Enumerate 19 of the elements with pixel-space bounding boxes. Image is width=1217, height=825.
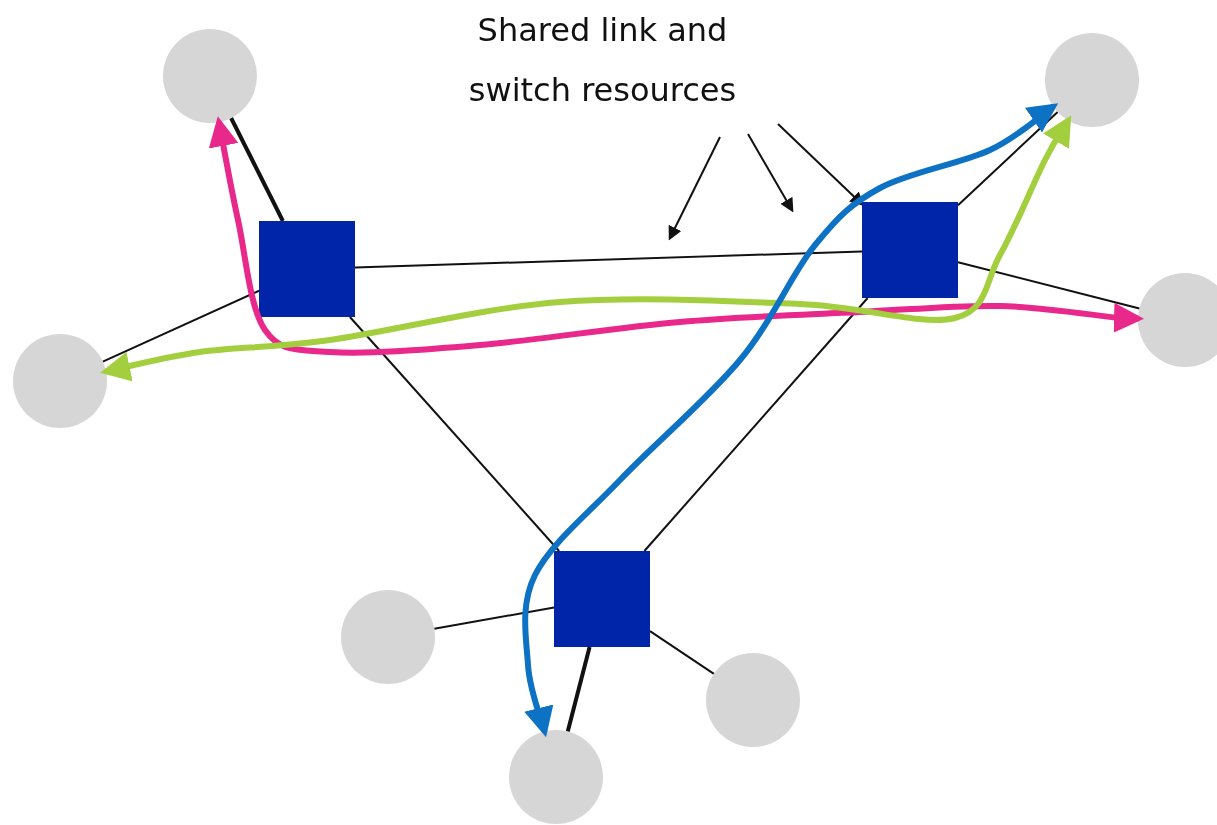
switch-square bbox=[554, 551, 650, 647]
link-line bbox=[348, 316, 561, 552]
link-line bbox=[229, 117, 285, 222]
link-line bbox=[354, 250, 863, 269]
leader-arrow bbox=[668, 136, 721, 241]
switch-square bbox=[862, 202, 958, 298]
link-line bbox=[649, 630, 715, 675]
flow-arrow bbox=[522, 103, 1059, 738]
link-line bbox=[643, 297, 869, 552]
link-line bbox=[957, 261, 1141, 310]
link-line bbox=[565, 646, 592, 732]
switch-square bbox=[259, 221, 355, 317]
flow-arrow bbox=[208, 116, 1144, 356]
flow-arrow bbox=[100, 115, 1072, 381]
link-line bbox=[101, 289, 260, 363]
annotation-text: Shared link and switch resources bbox=[425, 0, 780, 120]
link-line bbox=[433, 606, 555, 630]
link-line bbox=[957, 111, 1059, 207]
leader-arrow bbox=[747, 133, 794, 213]
